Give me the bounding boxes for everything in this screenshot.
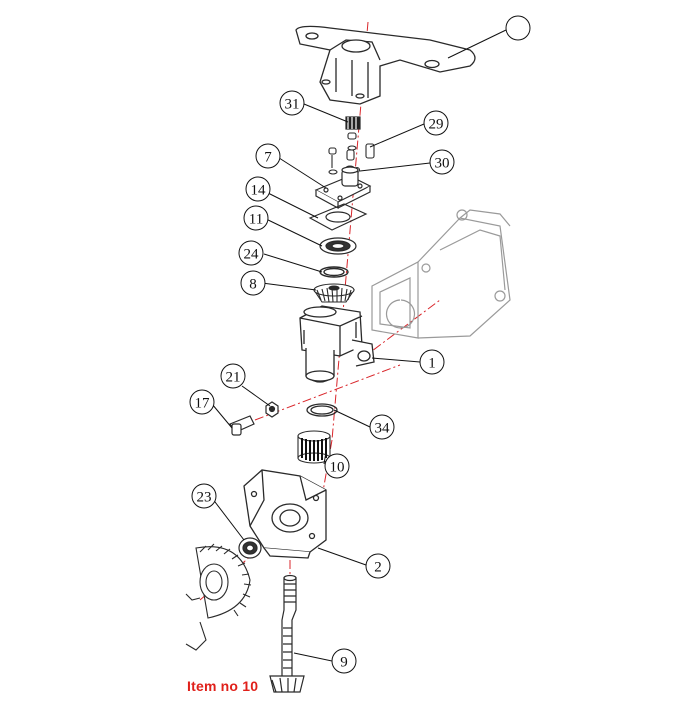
- item-caption: Item no 10: [187, 678, 259, 694]
- svg-text:10: 10: [330, 460, 345, 476]
- svg-text:17: 17: [195, 396, 211, 412]
- svg-text:9: 9: [340, 655, 348, 671]
- svg-text:23: 23: [197, 490, 212, 506]
- callout-11: 11: [243, 205, 269, 231]
- svg-text:14: 14: [251, 183, 267, 199]
- callout-34: 34: [369, 414, 395, 440]
- callout-23: 23: [191, 483, 217, 509]
- callout-1: 1: [419, 349, 445, 375]
- bearing-small: [238, 537, 262, 559]
- bolt: [229, 415, 255, 436]
- ghost-housing: [371, 209, 511, 339]
- splined-shaft: [269, 574, 305, 693]
- coupling-sleeve: [345, 116, 361, 130]
- callout-2: 2: [365, 553, 391, 579]
- leader-lines: [211, 29, 507, 662]
- flange-cover: [314, 166, 372, 210]
- svg-text:8: 8: [249, 277, 257, 293]
- callout-8: 8: [240, 270, 266, 296]
- svg-text:7: 7: [264, 150, 272, 166]
- svg-text:34: 34: [375, 421, 391, 437]
- gearbox-upper: [299, 305, 375, 383]
- callout-7: 7: [255, 143, 281, 169]
- svg-text:2: 2: [374, 560, 382, 576]
- callout-9: 9: [331, 648, 357, 674]
- svg-text:1: 1: [428, 356, 436, 372]
- partial-callout: [505, 15, 531, 41]
- bevel-gear: [312, 283, 356, 303]
- callout-17: 17: [189, 389, 215, 415]
- callouts: 31 29 7 30 14 11 24 8 1 21 17 34 10 23 2…: [189, 90, 455, 674]
- callout-21: 21: [220, 363, 246, 389]
- gasket: [308, 203, 368, 231]
- svg-text:31: 31: [285, 97, 300, 113]
- bracket-fragment: [185, 593, 207, 651]
- svg-text:29: 29: [429, 117, 444, 133]
- svg-text:21: 21: [226, 370, 241, 386]
- callout-24: 24: [238, 240, 264, 266]
- bearing-top: [319, 237, 357, 255]
- arm-bracket: [295, 25, 476, 105]
- shim-ring: [306, 403, 338, 417]
- callout-10: 10: [324, 453, 350, 479]
- callout-14: 14: [245, 176, 271, 202]
- callout-29: 29: [423, 110, 449, 136]
- needle-bearing: [297, 430, 331, 464]
- circlip: [319, 266, 349, 278]
- svg-text:30: 30: [435, 156, 450, 172]
- svg-text:11: 11: [249, 212, 263, 228]
- svg-text:24: 24: [244, 247, 260, 263]
- callout-30: 30: [429, 149, 455, 175]
- ring-gear: [195, 543, 252, 619]
- callout-31: 31: [279, 90, 305, 116]
- gearbox-lower: [243, 469, 327, 559]
